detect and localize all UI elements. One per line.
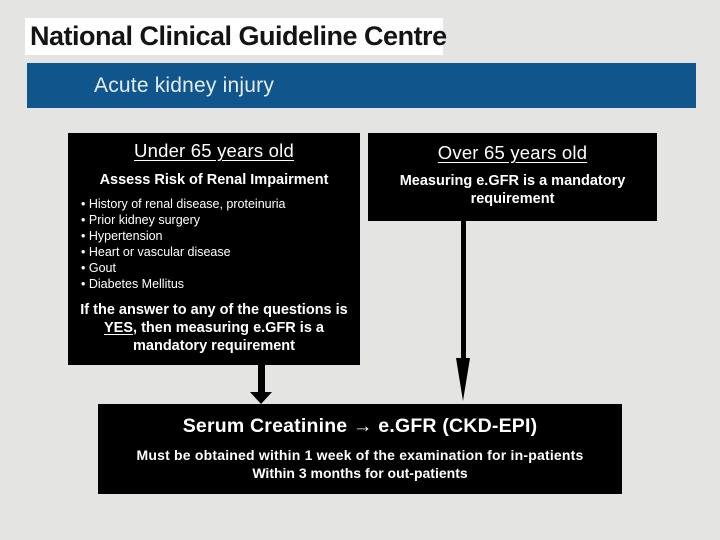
- org-title: National Clinical Guideline Centre: [30, 21, 447, 51]
- slide-title: Acute kidney injury: [94, 73, 275, 97]
- risk-factor-item: Heart or vascular disease: [81, 244, 350, 260]
- yes-note-highlight: YES: [104, 320, 134, 336]
- risk-factor-item: History of renal disease, proteinuria: [81, 196, 350, 212]
- over-65-body: Measuring e.GFR is a mandatory requireme…: [399, 173, 626, 207]
- under-65-box: Under 65 years old Assess Risk of Renal …: [68, 133, 360, 365]
- result-line1: Must be obtained within 1 week of the ex…: [136, 447, 584, 463]
- assess-risk-heading: Assess Risk of Renal Impairment: [99, 172, 329, 188]
- serum-creatinine-box: Serum Creatinine → e.GFR (CKD-EPI) Must …: [98, 404, 622, 494]
- under-65-title: Under 65 years old: [134, 140, 294, 161]
- down-arrow-icon: [456, 358, 470, 401]
- over-65-title: Over 65 years old: [437, 142, 588, 163]
- risk-factor-item: Diabetes Mellitus: [81, 276, 350, 292]
- result-line2: Within 3 months for out-patients: [252, 465, 468, 481]
- over-65-box: Over 65 years old Measuring e.GFR is a m…: [368, 133, 657, 221]
- down-arrow-icon: [258, 365, 265, 393]
- yes-note-suffix: , then measuring e.GFR is a mandatory re…: [133, 320, 324, 354]
- risk-factor-item: Gout: [81, 260, 350, 276]
- risk-factor-list: History of renal disease, proteinuriaPri…: [78, 196, 350, 292]
- yes-note-prefix: If the answer to any of the questions is: [80, 302, 348, 318]
- down-arrow-icon: [461, 221, 466, 361]
- serum-creatinine-title: Serum Creatinine → e.GFR (CKD-EPI): [182, 415, 538, 437]
- org-title-band: National Clinical Guideline Centre: [25, 18, 447, 55]
- down-arrow-icon: [250, 392, 272, 404]
- yes-note: If the answer to any of the questions is…: [78, 301, 350, 355]
- risk-factor-item: Prior kidney surgery: [81, 212, 350, 228]
- slide-title-bar: Acute kidney injury: [27, 63, 696, 108]
- risk-factor-item: Hypertension: [81, 228, 350, 244]
